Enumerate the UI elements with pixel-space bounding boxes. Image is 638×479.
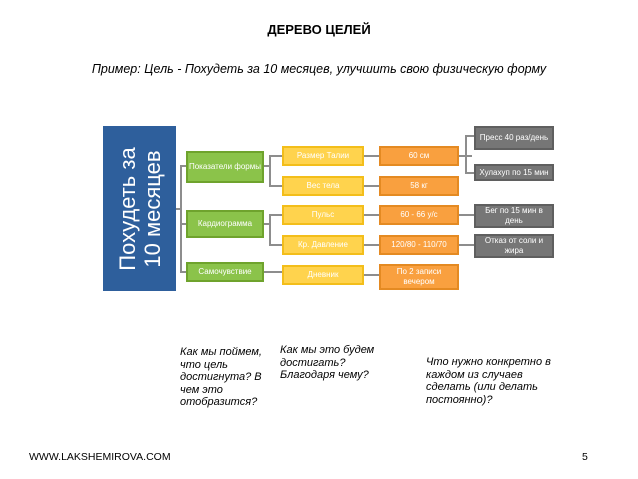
l4-node-label: Пресс 40 раз/день <box>479 133 549 142</box>
root-goal-line-1: Похудеть за <box>114 146 140 271</box>
connector-l2-l3-4 <box>364 244 379 246</box>
l1-node-label: Самочувствие <box>198 267 252 276</box>
connector-l3-l4-1d <box>465 172 474 174</box>
l1-node-wellbeing: Самочувствие <box>186 262 264 282</box>
l2-node-weight: Вес тела <box>282 176 364 196</box>
page-number: 5 <box>582 451 588 463</box>
l4-node-running: Бег по 15 мин в день <box>474 204 554 228</box>
note-how-to-achieve: Как мы это будем достигать? Благодаря че… <box>280 344 375 381</box>
l3-node-pressure-target: 120/80 - 110/70 <box>379 235 459 255</box>
connector-l1-1-out <box>264 165 271 167</box>
connector-l2-l3-5 <box>364 274 379 276</box>
l3-node-diary-target: По 2 записи вечером <box>379 264 459 290</box>
connector-l1-2-spine <box>269 214 271 245</box>
connector-l3-l4-1b <box>465 135 467 173</box>
l1-node-label: Кардиограмма <box>197 219 253 228</box>
slide-title: ДЕРЕВО ЦЕЛЕЙ <box>267 22 371 37</box>
note-how-to-know: Как мы поймем, что цель достигнута? В че… <box>180 346 262 408</box>
l2-node-label: Размер Талии <box>296 151 350 160</box>
l1-node-cardiogram: Кардиограмма <box>186 210 264 238</box>
connector-l2-3-in <box>269 214 282 216</box>
tree-root-goal: Похудеть за 10 месяцев <box>103 126 176 291</box>
root-goal-line-2: 10 месяцев <box>139 149 165 268</box>
l3-node-label: 58 кг <box>410 181 428 190</box>
l3-node-label: 120/80 - 110/70 <box>391 240 447 249</box>
l2-node-label: Дневник <box>307 270 339 279</box>
l4-node-label: Бег по 15 мин в день <box>485 206 543 225</box>
l2-node-label: Пульс <box>311 210 335 219</box>
connector-l1-3-out <box>264 271 282 273</box>
l2-node-label: Кр. Давление <box>298 240 348 249</box>
l2-node-blood-pressure: Кр. Давление <box>282 235 364 255</box>
footer-website: WWW.LAKSHEMIROVA.COM <box>29 451 171 463</box>
connector-root-trunk <box>176 208 180 210</box>
connector-l2-l3-3 <box>364 214 379 216</box>
l2-node-pulse: Пульс <box>282 205 364 225</box>
l4-node-label: Отказ от соли и жира <box>484 236 544 255</box>
l3-node-weight-target: 58 кг <box>379 176 459 196</box>
connector-l3-l4-1c <box>465 135 474 137</box>
note-what-to-do: Что нужно конкретно в каждом из случаев … <box>426 356 551 406</box>
connector-l3-l4-3 <box>459 244 474 246</box>
l3-node-label: По 2 записи вечером <box>396 267 442 286</box>
connector-l2-4-in <box>269 244 282 246</box>
l3-node-pulse-target: 60 - 66 у/с <box>379 205 459 225</box>
l4-node-abs: Пресс 40 раз/день <box>474 126 554 150</box>
l4-node-label: Хулахуп по 15 мин <box>479 167 549 177</box>
connector-l2-l3-1 <box>364 155 379 157</box>
connector-l2-2-in <box>269 185 282 187</box>
connector-to-l1-3 <box>180 271 186 273</box>
connector-l2-l3-2 <box>364 185 379 187</box>
l4-node-no-salt-fat: Отказ от соли и жира <box>474 234 554 258</box>
l1-node-label: Показатели формы <box>188 162 262 171</box>
connector-to-l1-1 <box>180 165 186 167</box>
root-goal-text: Похудеть за 10 месяцев <box>115 147 165 270</box>
connector-l1-2-out <box>264 223 271 225</box>
l3-node-label: 60 см <box>408 151 430 160</box>
l4-node-hula-hoop: Хулахуп по 15 мин <box>474 164 554 181</box>
connector-l3-l4-2 <box>459 214 474 216</box>
l1-node-form-indicators: Показатели формы <box>186 151 264 183</box>
l3-node-waist-target: 60 см <box>379 146 459 166</box>
l2-node-diary: Дневник <box>282 265 364 285</box>
connector-to-l1-2 <box>180 223 186 225</box>
l3-node-label: 60 - 66 у/с <box>400 210 438 219</box>
slide-subtitle: Пример: Цель - Похудеть за 10 месяцев, у… <box>91 62 547 76</box>
connector-l1-1-spine <box>269 155 271 186</box>
connector-l2-1-in <box>269 155 282 157</box>
l2-node-label: Вес тела <box>306 181 340 190</box>
connector-level1-spine <box>180 165 182 272</box>
l2-node-waist: Размер Талии <box>282 146 364 166</box>
